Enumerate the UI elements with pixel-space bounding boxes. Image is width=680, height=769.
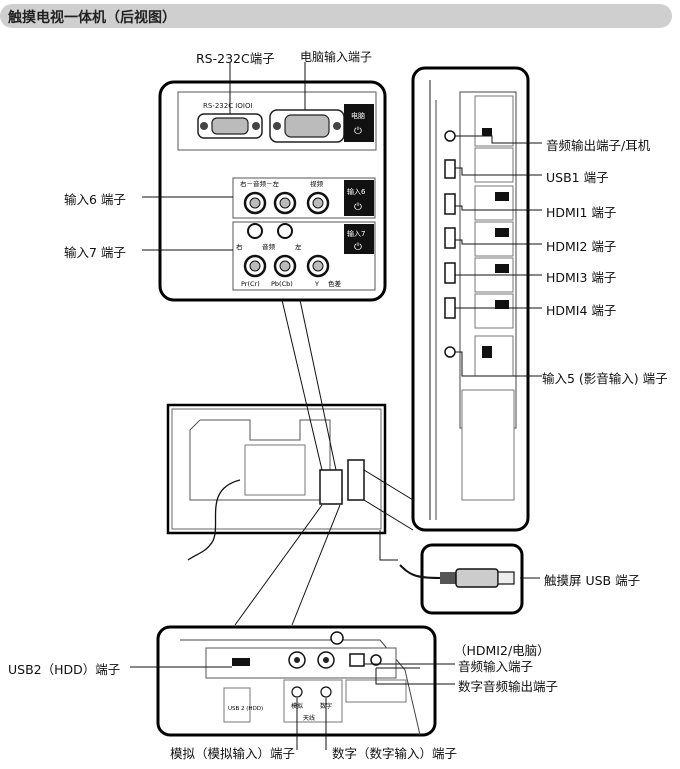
pc-input-label: 电脑输入端子 bbox=[300, 50, 373, 64]
header-bar: 触摸电视一体机（后视图） bbox=[0, 4, 672, 28]
digital-audio-out-label: 数字音频输出端子 bbox=[458, 679, 559, 694]
input6-rca-jacks bbox=[243, 191, 330, 215]
pc-plug-icon: ⏻ bbox=[354, 126, 362, 137]
audio-small-label: 音频 bbox=[262, 242, 276, 251]
input7-tag: 输入7 bbox=[347, 229, 365, 238]
top-connector-panel: RS-232C IOIOI 电脑 ⏻ 右－音频－左 视频 输入6 ⏻ 右 音频 … bbox=[158, 80, 387, 302]
touch-usb-panel bbox=[399, 543, 524, 615]
usb2-label: USB2（HDD）端子 bbox=[8, 662, 121, 677]
usb1-label: USB1 端子 bbox=[546, 170, 609, 185]
antenna-small-label: 天线 bbox=[303, 714, 315, 722]
hdmi2-label: HDMI2 端子 bbox=[546, 239, 617, 254]
usb2-small-label: USB 2 (HDD) bbox=[228, 706, 263, 712]
side-connector-panel bbox=[411, 66, 530, 532]
video-small-label: 视频 bbox=[310, 179, 324, 188]
input6-tag-box bbox=[344, 180, 374, 216]
side-leader-lines bbox=[455, 135, 542, 377]
top-leader-lines bbox=[142, 62, 306, 251]
audio-out-label: 音频输出端子/耳机 bbox=[546, 138, 651, 153]
right-small-label: 右 bbox=[236, 242, 243, 251]
touch-usb-label: 触摸屏 USB 端子 bbox=[544, 573, 641, 588]
input7-component-jacks bbox=[243, 254, 330, 278]
hdmi2-pc-label: （HDMI2/电脑） bbox=[454, 643, 550, 658]
left-small-label: 左 bbox=[295, 242, 302, 251]
digital-label: 数字（数字输入）端子 bbox=[332, 746, 458, 761]
page-title: 触摸电视一体机（后视图） bbox=[8, 10, 176, 26]
tv-back-view bbox=[166, 403, 387, 561]
usb2-port bbox=[232, 658, 250, 666]
audio-lr-small-label: 右－音频－左 bbox=[240, 179, 280, 188]
input7-audio-jacks bbox=[247, 223, 293, 239]
input6-label: 输入6 端子 bbox=[64, 192, 126, 207]
pc-vga-port bbox=[269, 109, 345, 143]
input6-tag: 输入6 bbox=[347, 187, 366, 196]
rs232c-small-label: RS-232C IOIOI bbox=[203, 102, 253, 110]
analog-label: 模拟（模拟输入）端子 bbox=[170, 746, 296, 761]
connection-lines bbox=[234, 299, 414, 626]
color-small-label: 色差 bbox=[328, 279, 342, 288]
hdmi4-label: HDMI4 端子 bbox=[546, 303, 617, 318]
y-small-label: Y bbox=[314, 280, 319, 288]
bottom-leader-lines bbox=[130, 663, 455, 750]
svg-text:⏻: ⏻ bbox=[354, 202, 362, 213]
pc-tag-box bbox=[344, 104, 374, 142]
hdmi1-label: HDMI1 端子 bbox=[546, 205, 617, 220]
audio-in-label: 音频输入端子 bbox=[458, 659, 534, 674]
input7-tag-box bbox=[344, 224, 374, 254]
svg-text:⏻: ⏻ bbox=[354, 242, 362, 253]
pb-small-label: Pb(Cb) bbox=[271, 280, 293, 288]
pc-tag: 电脑 bbox=[351, 111, 365, 120]
rs232c-port bbox=[197, 113, 263, 139]
rs232c-label: RS-232C端子 bbox=[196, 51, 275, 66]
input7-label: 输入7 端子 bbox=[64, 245, 126, 260]
bottom-connector-panel: USB 2 (HDD) 模拟 数字 天线 bbox=[156, 625, 437, 737]
hdmi3-label: HDMI3 端子 bbox=[546, 270, 617, 285]
input5-label: 输入5 (影音输入) 端子 bbox=[542, 371, 668, 386]
pr-small-label: Pr(Cr) bbox=[241, 280, 260, 288]
